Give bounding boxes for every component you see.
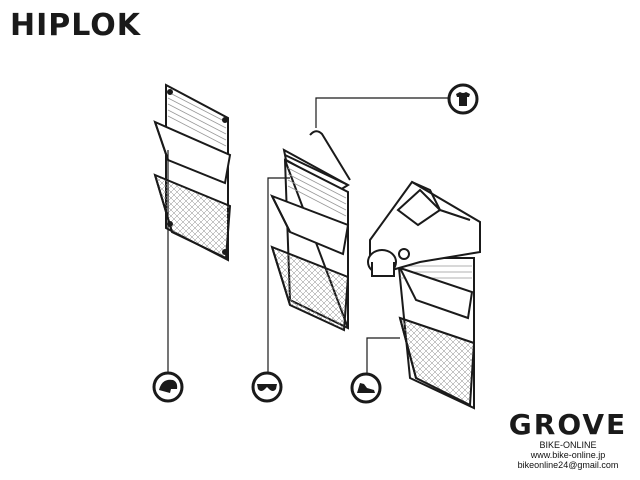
organizer-middle <box>269 130 351 332</box>
organizer-left <box>153 83 232 262</box>
dealer-website[interactable]: www.bike-online.jp <box>530 450 606 460</box>
organizer-right <box>367 180 481 410</box>
shoe-icon <box>350 372 382 404</box>
dealer-email[interactable]: bikeonline24@gmail.com <box>517 460 619 470</box>
hiplok-logo: HIPLOK <box>10 8 142 43</box>
dealer-block: GROVE BIKE-ONLINE www.bike-online.jp bik… <box>496 408 640 471</box>
svg-text:HIPLOK: HIPLOK <box>10 8 142 43</box>
dealer-logo: GROVE <box>508 408 628 441</box>
dealer-tagline: BIKE-ONLINE <box>539 440 597 450</box>
t-shirt-icon <box>447 83 479 115</box>
helmet-icon <box>152 371 184 403</box>
sunglasses-icon <box>251 371 283 403</box>
